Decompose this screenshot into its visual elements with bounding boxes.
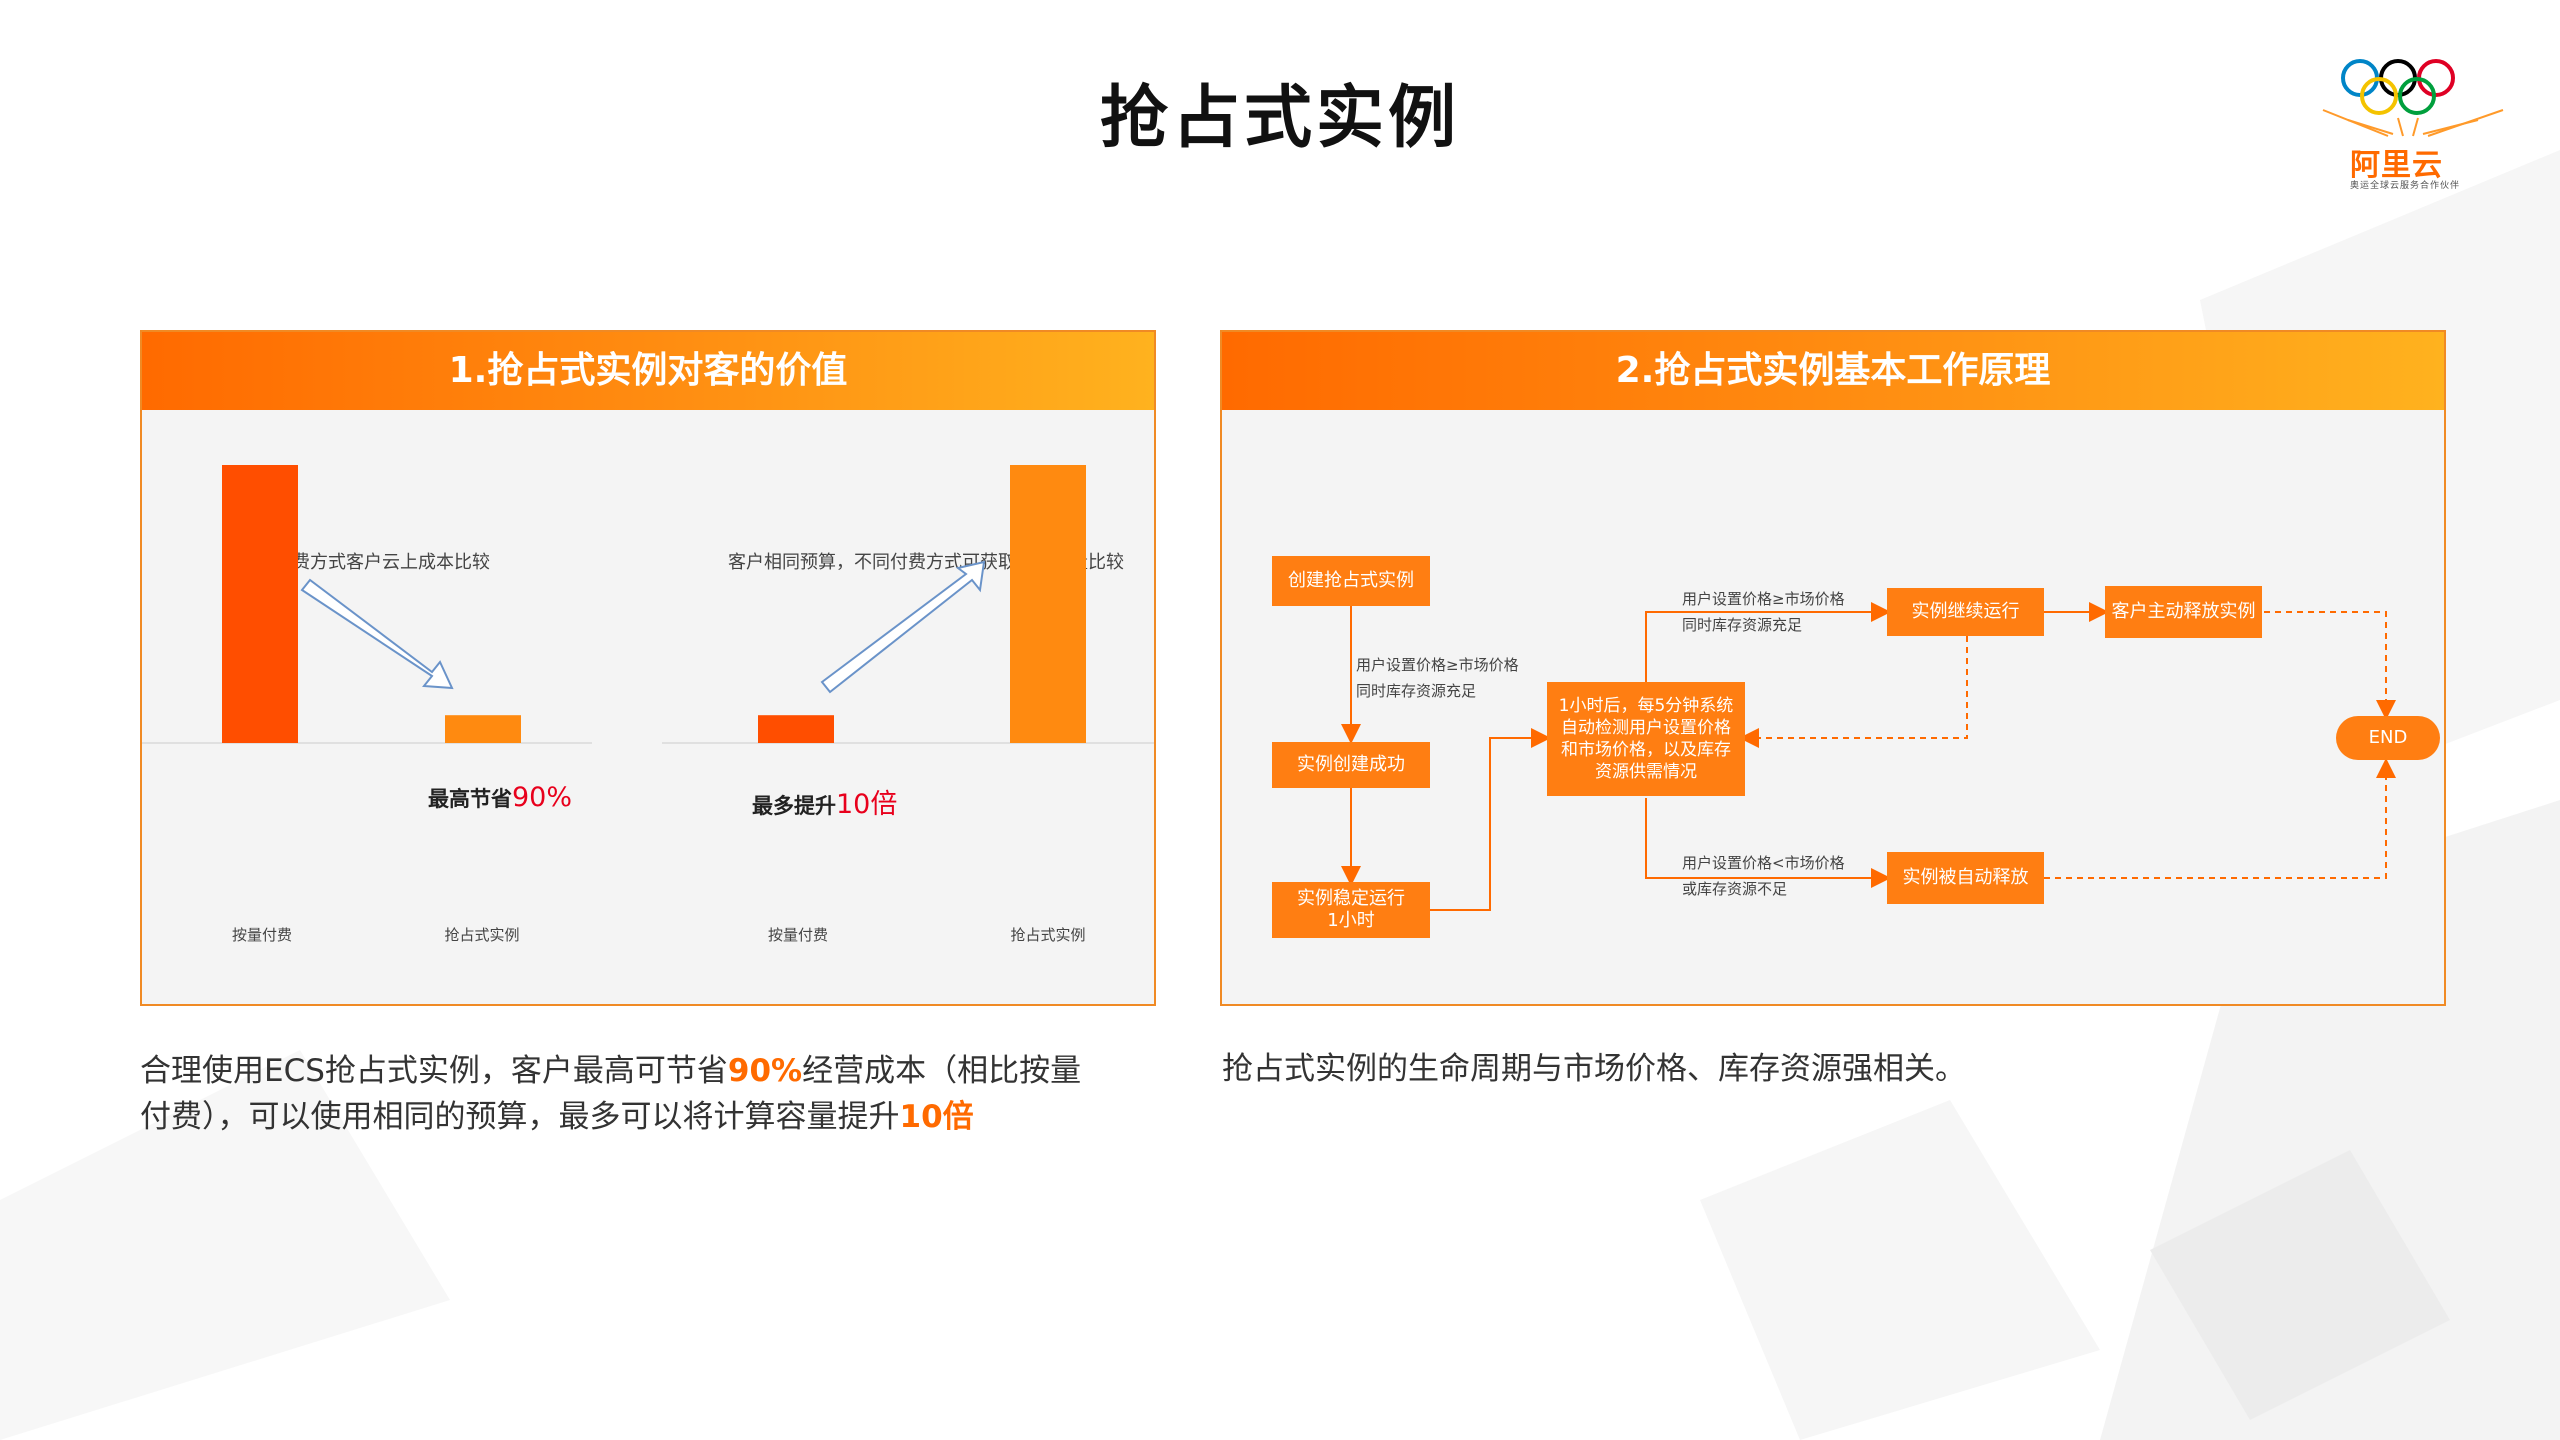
bar-spot-instance bbox=[445, 715, 521, 743]
node-user-release: 客户主动释放实例 bbox=[2105, 586, 2262, 638]
panel-heading: 2.抢占式实例基本工作原理 bbox=[1222, 332, 2444, 410]
up-arrow-icon bbox=[820, 560, 986, 694]
panel-heading: 1.抢占式实例对客的价值 bbox=[142, 332, 1154, 410]
flow-connectors bbox=[1341, 602, 2396, 911]
bar-pay-as-you-go bbox=[758, 715, 834, 743]
node-continue-running: 实例继续运行 bbox=[1887, 588, 2044, 636]
node-create-instance: 创建抢占式实例 bbox=[1272, 556, 1430, 606]
tick-label: 按量付费 bbox=[767, 926, 828, 944]
condition-label: 用户设置价格≥市场价格同时库存资源充足 bbox=[1682, 590, 1845, 634]
tick-label: 抢占式实例 bbox=[1010, 926, 1086, 944]
node-auto-release: 实例被自动释放 bbox=[1887, 852, 2044, 904]
left-chart-title: 两种付费方式客户云上成本比较 bbox=[238, 552, 490, 573]
bar-pay-as-you-go bbox=[222, 465, 298, 743]
panel2-caption: 抢占式实例的生命周期与市场价格、库存资源强相关。 bbox=[1222, 1051, 1966, 1087]
condition-label: 用户设置价格<市场价格或库存资源不足 bbox=[1682, 854, 1845, 898]
logo-tagline: 奥运全球云服务合作伙伴 bbox=[2350, 181, 2461, 191]
condition-label: 用户设置价格≥市场价格同时库存资源充足 bbox=[1356, 656, 1519, 700]
bar-charts bbox=[142, 465, 1154, 744]
left-chart-annotation: 最高节省90% bbox=[428, 782, 573, 813]
tick-label: 抢占式实例 bbox=[444, 926, 520, 944]
tick-label: 按量付费 bbox=[231, 926, 292, 944]
node-created-success: 实例创建成功 bbox=[1272, 742, 1430, 788]
node-end: END bbox=[2336, 716, 2440, 760]
aliyun-logo-text: 阿里云 bbox=[2350, 148, 2443, 183]
page-title: 抢占式实例 bbox=[1099, 79, 1460, 158]
panel1-caption: 合理使用ECS抢占式实例，客户最高可节省90%经营成本（相比按量 付费），可以使… bbox=[140, 1053, 1082, 1135]
down-arrow-icon bbox=[300, 578, 454, 690]
right-chart-annotation: 最多提升10倍 bbox=[752, 789, 898, 820]
bar-spot-instance bbox=[1010, 465, 1086, 743]
olympic-rings-logo bbox=[2322, 59, 2504, 137]
value-panel: 1.抢占式实例对客的价值 两种付费方式客户云上成本比较 客户相同预算，不同付费方… bbox=[140, 330, 1156, 1006]
node-auto-check: 1小时后，每5分钟系统自动检测用户设置价格 和市场价格，以及库存资源供需情况 bbox=[1547, 682, 1745, 796]
